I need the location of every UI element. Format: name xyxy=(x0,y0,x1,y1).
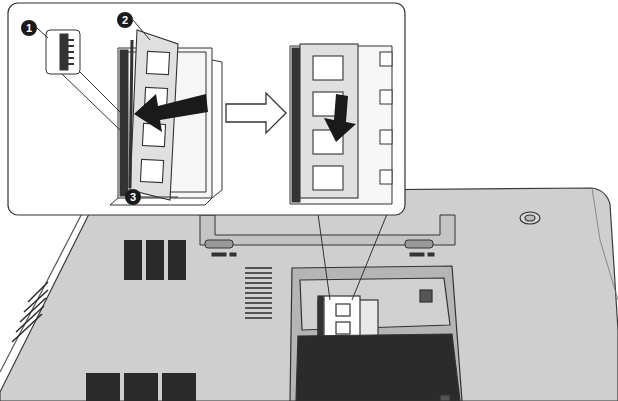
callout-number: 2 xyxy=(117,12,133,28)
memory-slot xyxy=(380,52,392,66)
callout-circle xyxy=(21,12,141,205)
detail-zoom xyxy=(60,57,74,59)
insert-arrow xyxy=(134,94,208,132)
memory-module xyxy=(313,56,343,80)
detail-zoom xyxy=(60,63,74,65)
memory-slot xyxy=(380,170,392,184)
vent-grille xyxy=(12,314,42,342)
laptop-body xyxy=(0,188,618,401)
memory-slot xyxy=(292,48,300,202)
vent-grille xyxy=(245,292,272,294)
memory-module xyxy=(146,51,169,74)
callout-leader xyxy=(141,197,178,198)
callout-number: 3 xyxy=(125,189,141,205)
leader-line xyxy=(318,214,330,300)
vent-grille xyxy=(20,298,46,322)
vent-grille xyxy=(245,297,272,299)
vent-grille xyxy=(12,268,272,342)
memory-compartment xyxy=(296,334,460,401)
battery-latch xyxy=(428,253,434,256)
memory-module xyxy=(300,44,358,198)
callout-leader xyxy=(37,28,48,38)
callout-circle xyxy=(21,20,37,36)
vent-grille xyxy=(146,240,164,280)
battery-latch xyxy=(212,253,226,256)
memory-module xyxy=(142,123,165,146)
memory-module xyxy=(140,159,163,182)
memory-slot xyxy=(380,90,392,104)
vent-grille xyxy=(24,290,48,312)
battery-latch xyxy=(200,215,455,256)
memory-module xyxy=(300,44,358,198)
vent-grille xyxy=(16,306,44,332)
press-arrow xyxy=(324,94,356,142)
detail-zoom xyxy=(80,72,120,112)
callout-leader xyxy=(133,20,150,40)
vent-grille xyxy=(245,307,272,309)
memory-compartment xyxy=(420,290,432,302)
vent-grille xyxy=(245,272,272,274)
vent-grille xyxy=(245,277,272,279)
detail-zoom xyxy=(62,74,120,130)
battery-latch xyxy=(205,240,233,248)
laptop-body xyxy=(592,188,618,300)
vent-grille xyxy=(86,373,120,401)
vent-grille xyxy=(86,240,196,401)
detail-zoom xyxy=(60,51,74,53)
battery-latch xyxy=(405,240,433,248)
detail-zoom xyxy=(46,30,80,74)
vent-grille xyxy=(245,282,272,284)
vent-grille xyxy=(124,240,142,280)
memory-slot xyxy=(212,60,222,198)
step-arrow xyxy=(226,93,286,133)
vent-grille xyxy=(162,373,196,401)
laptop-body xyxy=(0,192,100,372)
callout-leader xyxy=(37,20,178,197)
vent-grille xyxy=(124,373,158,401)
inset-panel xyxy=(8,3,405,215)
laptop-body xyxy=(0,188,618,401)
memory-module xyxy=(313,166,343,190)
memory-compartment xyxy=(336,322,350,334)
vent-grille xyxy=(168,240,186,280)
vent-grille xyxy=(245,302,272,304)
vent-grille xyxy=(245,287,272,289)
memory-slot xyxy=(120,50,128,196)
rubber-foot xyxy=(525,215,535,221)
insert-arrow xyxy=(134,94,208,132)
detail-zoom xyxy=(60,45,74,47)
detail-zoom xyxy=(46,30,120,130)
press-arrow xyxy=(324,94,356,142)
battery-latch xyxy=(230,253,236,256)
memory-compartment xyxy=(336,304,350,316)
step-arrow xyxy=(226,93,286,133)
detail-zoom xyxy=(60,39,74,41)
vent-grille xyxy=(245,312,272,314)
vent-grille xyxy=(245,317,272,319)
memory-compartment xyxy=(290,266,462,401)
vent-grille xyxy=(245,267,272,269)
inset-panel xyxy=(8,3,405,215)
callout-number: 1 xyxy=(21,20,37,36)
callout-circle xyxy=(125,189,141,205)
memory-slot xyxy=(380,130,392,144)
memory-compartment xyxy=(290,266,462,401)
rubber-foot xyxy=(520,212,540,224)
battery-latch xyxy=(410,253,424,256)
callout-circle xyxy=(117,12,133,28)
memory-module xyxy=(130,40,132,188)
memory-compartment xyxy=(440,395,450,401)
